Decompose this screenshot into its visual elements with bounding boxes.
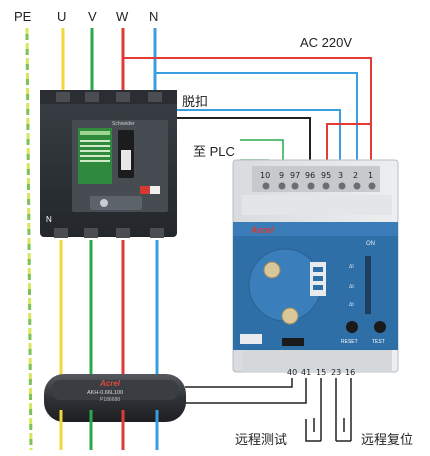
bottom-terminal: 40 — [287, 368, 297, 377]
label-remote-test: 远程测试 — [235, 432, 287, 447]
ct-model: AKH-0.66L100 — [87, 390, 123, 396]
bottom-terminal: 23 — [331, 368, 341, 377]
label-n: N — [149, 9, 158, 24]
label-ac-supply: AC 220V — [300, 35, 352, 50]
top-terminal: 95 — [321, 171, 331, 180]
circuit-breaker: Schneider N — [40, 90, 177, 238]
top-terminal: 1 — [368, 171, 373, 180]
current-transformer: Acrel AKH-0.66L100 P186688 — [44, 374, 186, 422]
ct-brand: Acrel — [99, 379, 121, 388]
trip-black-wire — [140, 117, 311, 168]
breaker-brand: Schneider — [112, 121, 135, 127]
relay-on-label: ON — [366, 241, 375, 247]
label-remote-reset: 远程复位 — [361, 432, 413, 447]
label-v: V — [88, 9, 97, 24]
bottom-terminal: 16 — [345, 368, 355, 377]
svg-text:Δt: Δt — [349, 284, 354, 290]
ct-code: P186688 — [100, 397, 120, 403]
ct-wire-2 — [185, 378, 307, 404]
residual-current-relay: Acrel ON ΔI Δt Δt RESET TEST — [232, 159, 399, 373]
plc-wire-2 — [240, 139, 284, 168]
top-terminal: 3 — [338, 171, 343, 180]
top-terminal: 96 — [305, 171, 315, 180]
svg-text:ΔI: ΔI — [349, 264, 354, 270]
breaker-n-mark: N — [46, 215, 52, 224]
top-terminal: 97 — [290, 171, 300, 180]
label-pe: PE — [14, 9, 32, 24]
pe-wire-green — [25, 33, 33, 451]
reset-label: RESET — [341, 339, 358, 345]
pe-wire — [25, 27, 33, 451]
ct-wire-1 — [185, 378, 293, 388]
reset-button — [346, 321, 358, 333]
label-trip: 脱扣 — [182, 94, 208, 109]
top-terminal: 9 — [279, 171, 284, 180]
top-terminal: 10 — [260, 171, 270, 180]
relay-brand: Acrel — [250, 225, 274, 235]
label-w: W — [116, 9, 129, 24]
ac-blue-wire — [155, 72, 358, 168]
remote-test-switch — [305, 419, 321, 442]
label-u: U — [57, 9, 66, 24]
trip-blue-wire — [140, 109, 341, 168]
test-button — [374, 321, 386, 333]
test-label: TEST — [372, 339, 385, 345]
label-to-plc: 至 PLC — [193, 144, 235, 159]
relay-top-terminals: 10 9 97 96 95 3 2 1 — [260, 171, 376, 190]
ac-red-wire — [123, 57, 372, 168]
relay-bottom-terminals: 40 41 15 23 16 — [287, 368, 355, 377]
svg-text:Δt: Δt — [349, 302, 354, 308]
relay-red-loop — [326, 123, 371, 168]
top-terminal: 2 — [353, 171, 358, 180]
bottom-terminal: 15 — [316, 368, 326, 377]
bottom-terminal: 41 — [301, 368, 311, 377]
